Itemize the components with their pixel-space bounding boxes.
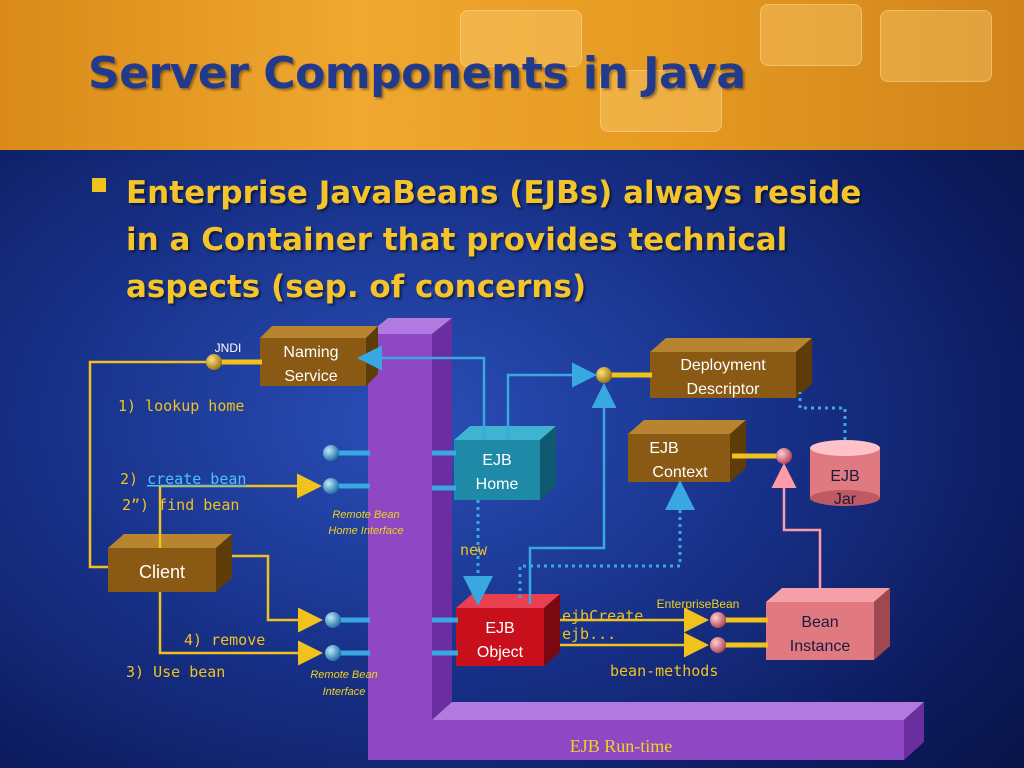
object-to-context-dotted: [518, 480, 695, 598]
ejb-context-box: EJB Context: [628, 420, 746, 482]
create-bean-arrow: [158, 473, 322, 548]
ejb-jar-label-1: EJB: [830, 468, 859, 485]
object-to-descriptor-arrow: [528, 383, 617, 604]
bean-instance-label-2: Instance: [790, 638, 851, 655]
home-port-icon: [323, 445, 339, 461]
keyboard-key-decoration: [760, 4, 862, 66]
deployment-descriptor-label-1: Deployment: [680, 357, 766, 374]
client-box: Client: [108, 534, 232, 592]
ejb-object-label-2: Object: [477, 644, 524, 661]
ejb-home-box: EJB Home: [454, 426, 556, 500]
new-label: new: [460, 541, 488, 559]
client-label: Client: [139, 562, 185, 582]
ejb-container: EJB Run-time: [368, 318, 924, 760]
use-bean-arrow: [232, 554, 323, 633]
lookup-line: [88, 360, 206, 569]
step-remove-label: 4) remove: [184, 631, 265, 649]
ejb-home-label-1: EJB: [482, 452, 511, 469]
step-create-label: 2) create bean: [120, 470, 246, 488]
remote-port-icon-2: [325, 645, 341, 661]
ejbcreate-label-1: ejbCreate: [562, 607, 643, 625]
ejb-home-label-2: Home: [476, 476, 519, 493]
naming-service-label-2: Service: [284, 368, 337, 385]
enterprisebean-label: EnterpriseBean: [657, 597, 740, 611]
step-use-label: 3) Use bean: [126, 663, 225, 681]
remote-home-interface-label-2: Home Interface: [328, 525, 403, 537]
ejb-object-box: EJB Object: [456, 594, 560, 666]
bean-to-context-arrow: [771, 463, 822, 588]
enterprisebean-port-icon-2: [710, 637, 726, 653]
deployment-descriptor-box: Deployment Descriptor: [650, 338, 812, 398]
step-create-link[interactable]: create bean: [147, 470, 246, 488]
keyboard-key-decoration: [460, 10, 582, 67]
ejb-jar-cylinder: EJB Jar: [810, 440, 880, 508]
context-port-icon: [776, 448, 792, 464]
remote-home-interface-label-1: Remote Bean: [332, 509, 399, 521]
bullet-marker: [92, 178, 106, 192]
bean-instance-label-1: Bean: [801, 614, 838, 631]
keyboard-key-decoration: [600, 70, 722, 132]
jndi-port-icon: [206, 354, 222, 370]
bean-instance-box: Bean Instance: [766, 588, 890, 660]
home-to-naming-arrow: [357, 345, 486, 440]
naming-service-label-1: Naming: [283, 344, 338, 361]
step-create-prefix: 2): [120, 470, 147, 488]
ejb-object-label-1: EJB: [485, 620, 514, 637]
descriptor-port-icon: [596, 367, 612, 383]
bean-methods-label: bean-methods: [610, 662, 718, 680]
ejb-context-label-2: Context: [652, 464, 708, 481]
step-find-label: 2”) find bean: [122, 496, 239, 514]
step-lookup-label: 1) lookup home: [118, 397, 244, 415]
jar-to-descriptor-dotted: [798, 392, 847, 440]
remove-arrow: [158, 592, 323, 666]
ejb-context-label-1: EJB: [649, 440, 678, 457]
enterprisebean-port-icon-1: [710, 612, 726, 628]
naming-service-box: Naming Service: [260, 326, 378, 386]
home-to-descriptor-arrow: [506, 362, 597, 440]
header-banner: [0, 0, 1024, 150]
slide-title: Server Components in Java: [88, 48, 746, 99]
jndi-label: JNDI: [215, 341, 242, 355]
deployment-descriptor-label-2: Descriptor: [687, 381, 761, 398]
remote-interface-label-1: Remote Bean: [310, 669, 377, 681]
remote-interface-label-2: Interface: [323, 686, 366, 698]
remote-port-icon-1: [325, 612, 341, 628]
home-interface-port-icon: [323, 478, 339, 494]
keyboard-key-decoration: [880, 10, 992, 82]
ejbcreate-label-2: ejb...: [562, 625, 616, 643]
bullet-text: Enterprise JavaBeans (EJBs) always resid…: [126, 175, 862, 305]
runtime-label: EJB Run-time: [570, 736, 673, 756]
ejb-jar-label-2: Jar: [834, 491, 857, 508]
